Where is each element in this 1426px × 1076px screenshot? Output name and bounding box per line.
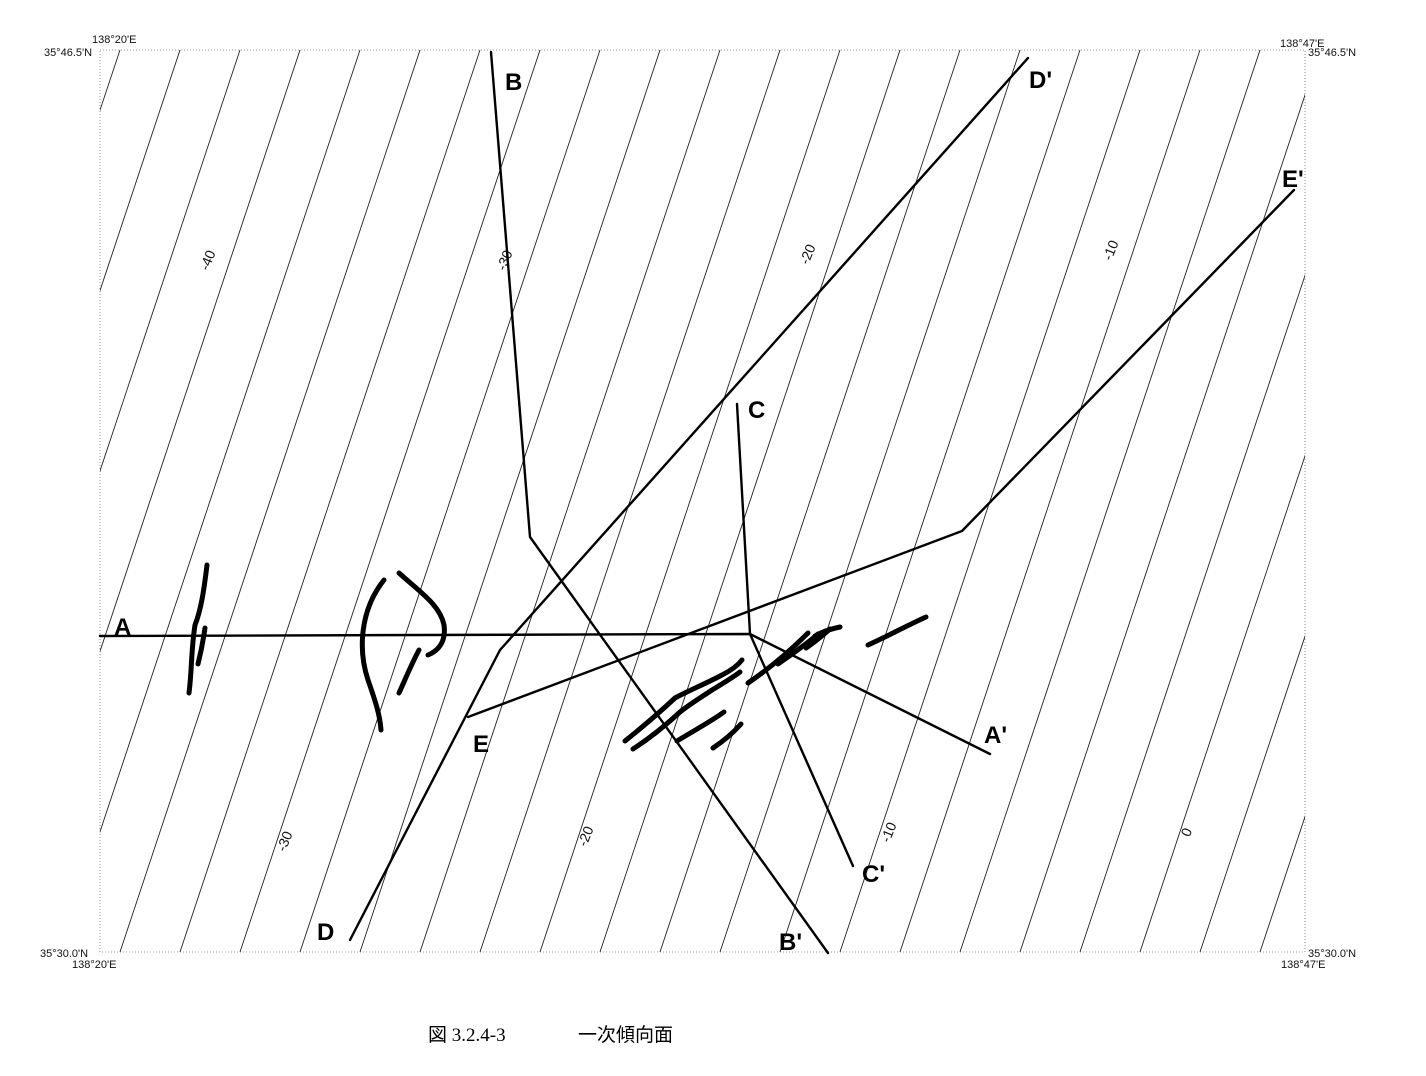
contour-label: -20 [574,824,596,849]
figure-caption: 図 3.2.4-3 一次傾向面 [428,1020,673,1047]
corner-bottom-right-lon: 138°47'E [1281,959,1325,971]
profile-lines [98,50,1296,955]
contour-line [1079,274,1305,952]
contour-line [419,50,721,952]
lineament [359,577,387,733]
contour-line [1019,93,1305,952]
corner-top-right-lon: 138°47'E [1280,38,1324,50]
profile-label-c-prime: C' [862,861,885,888]
map-frame [99,49,1306,953]
corner-top-left-lon: 138°20'E [92,34,136,46]
lineament [630,669,743,752]
profile-label-b-prime: B' [779,929,802,956]
contour-line [100,50,121,112]
corner-bottom-right-lat: 35°30.0'N [1308,948,1356,960]
contour-line [1199,634,1305,952]
lineament [812,624,843,639]
contour-label: 0 [1177,825,1195,838]
profile-line-e [466,188,1296,719]
profile-line-d [348,56,1030,942]
contour-line [119,50,421,952]
contour-line [1320,50,1426,952]
profile-label-d: D [317,919,334,946]
contour-line [299,50,601,952]
lineament [195,625,208,667]
contour-line [479,50,781,952]
corner-bottom-left-lat: 35°30.0'N [40,948,88,960]
lineament [396,570,447,658]
contour-line [899,50,1201,952]
contour-line [719,50,1021,952]
profile-label-b: B [505,69,522,96]
lineament [674,709,727,744]
lineament [865,614,929,648]
profile-label-d-prime: D' [1029,67,1052,94]
contour-line [100,50,241,473]
contour-label: -40 [196,248,218,273]
lineament [775,631,821,667]
contour-label: -30 [273,829,295,854]
contour-label: -30 [493,248,515,273]
profile-label-c: C [748,397,765,424]
contour-line [959,50,1261,952]
profile-line-c [735,402,855,868]
contour-line [359,50,661,952]
figure-title: 一次傾向面 [578,1025,674,1046]
contour-labels-lower: -30 -20 -10 0 [273,820,1195,854]
contour-line [779,50,1081,952]
contour-line [0,50,60,952]
contour-label: -20 [796,242,818,267]
profile-labels: A A' B B' C C' D D' E E' [114,67,1304,956]
contour-line [599,50,901,952]
contour-line [239,50,541,952]
lineament [622,657,745,744]
corner-bottom-left-lon: 138°20'E [72,959,116,971]
contour-line [659,50,961,952]
profile-label-e-prime: E' [1282,166,1304,193]
contour-label: -10 [1099,238,1121,263]
profile-label-e: E [473,731,489,758]
contour-line [539,50,841,952]
contour-labels-upper: -40 -30 -20 -10 [196,238,1121,273]
lineament [745,630,811,686]
contour-line [100,50,361,834]
contour-line [100,50,181,292]
contour-lines [0,50,1426,952]
lineament [396,647,422,696]
contour-label: -10 [877,820,899,845]
corner-coordinates: 138°20'E 35°46.5'N 138°47'E 35°46.5'N 35… [40,34,1356,971]
profile-line-b [489,50,830,955]
lineament-segments [186,562,929,752]
corner-top-left-lat: 35°46.5'N [44,47,92,59]
profile-label-a-prime: A' [984,722,1007,749]
corner-top-right-lat: 35°46.5'N [1308,47,1356,59]
contour-line [1380,50,1426,952]
lineament [186,562,210,696]
figure-number: 図 3.2.4-3 [428,1025,506,1046]
profile-label-a: A [114,614,131,641]
contour-line [179,50,481,952]
contour-line [1139,454,1305,952]
profile-line-a [98,632,992,756]
lineament [710,721,744,751]
contour-line [100,50,301,653]
